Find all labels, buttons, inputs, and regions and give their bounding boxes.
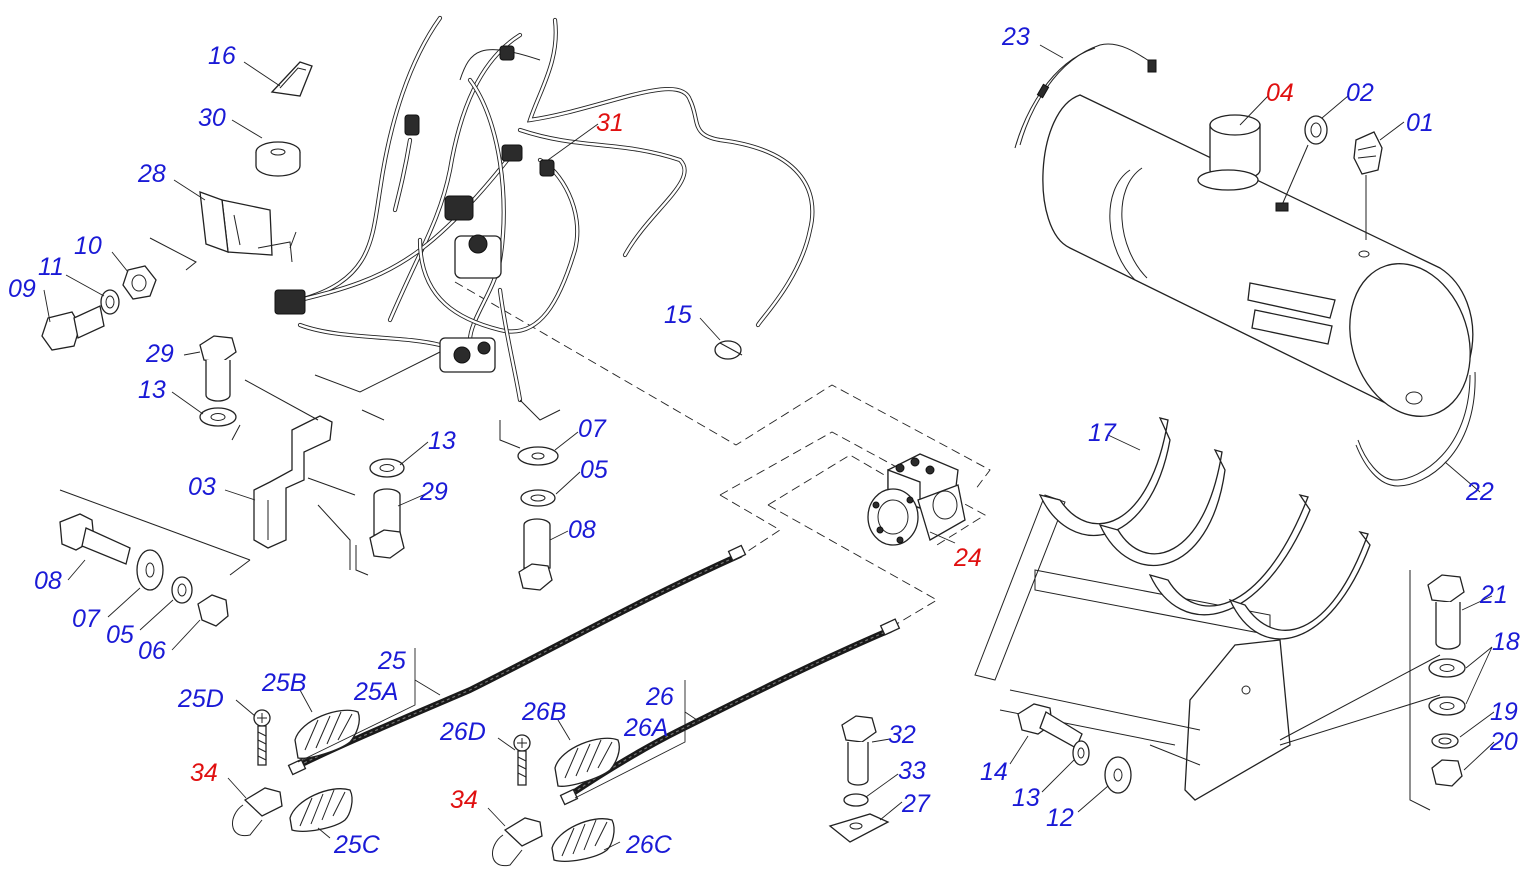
bolt-08-b bbox=[523, 518, 551, 569]
callout-22: 22 bbox=[1465, 478, 1494, 506]
washer-18-a bbox=[1428, 658, 1466, 678]
callout-26D: 26D bbox=[439, 718, 486, 746]
clamp-25C bbox=[289, 788, 353, 832]
callout-04: 04 bbox=[1266, 79, 1294, 107]
clamp-25B bbox=[294, 709, 360, 759]
washer-13-b bbox=[369, 458, 405, 478]
nut-20 bbox=[1431, 759, 1463, 787]
callout-21: 21 bbox=[1479, 581, 1508, 609]
callout-17: 17 bbox=[1088, 419, 1117, 447]
clamp-26C bbox=[551, 818, 615, 862]
callout-20: 20 bbox=[1489, 728, 1518, 756]
callout-08-b: 08 bbox=[568, 516, 596, 544]
callout-13-a: 13 bbox=[138, 376, 166, 404]
callout-27: 27 bbox=[901, 790, 931, 818]
bottom-left-parts bbox=[232, 709, 890, 867]
callout-14: 14 bbox=[980, 758, 1008, 786]
nut-10 bbox=[122, 265, 157, 300]
coupling-34-b bbox=[503, 817, 543, 847]
callout-12: 12 bbox=[1046, 804, 1074, 832]
washer-07-a bbox=[136, 549, 164, 591]
callout-30: 30 bbox=[198, 104, 226, 132]
callout-23: 23 bbox=[1001, 23, 1030, 51]
washer-07-b bbox=[517, 446, 559, 466]
callout-34-b: 34 bbox=[450, 786, 478, 814]
callout-15: 15 bbox=[664, 301, 692, 329]
callout-28: 28 bbox=[137, 160, 166, 188]
tank-cradle-17 bbox=[974, 417, 1441, 801]
callout-25D: 25D bbox=[177, 685, 224, 713]
callout-07-b: 07 bbox=[578, 415, 607, 443]
leader-lines bbox=[43, 44, 1495, 851]
washer-33 bbox=[843, 793, 869, 807]
callout-26C: 26C bbox=[625, 831, 673, 859]
callout-29-b: 29 bbox=[419, 478, 448, 506]
left-parts bbox=[41, 61, 356, 627]
bolt-09 bbox=[41, 311, 81, 351]
compressor-24 bbox=[867, 453, 966, 546]
callout-02: 02 bbox=[1346, 79, 1374, 107]
callout-11: 11 bbox=[38, 253, 64, 281]
callout-18: 18 bbox=[1492, 628, 1520, 656]
bolt-21 bbox=[1427, 574, 1465, 603]
callout-25B: 25B bbox=[261, 669, 306, 697]
washer-18-b bbox=[1428, 696, 1466, 716]
washer-05-a bbox=[171, 576, 193, 604]
washer-05-b bbox=[520, 489, 556, 507]
callout-06: 06 bbox=[138, 637, 166, 665]
washer-12 bbox=[1104, 756, 1132, 794]
fitting-02 bbox=[1304, 115, 1328, 145]
callout-01: 01 bbox=[1406, 109, 1434, 137]
callout-26B: 26B bbox=[521, 698, 566, 726]
callout-labels: 16 30 28 10 11 09 29 13 03 08 07 05 06 1… bbox=[8, 23, 1520, 859]
callout-24: 24 bbox=[953, 544, 982, 572]
callout-05-b: 05 bbox=[580, 456, 608, 484]
callout-26A: 26A bbox=[623, 714, 668, 742]
elbow-01 bbox=[1353, 131, 1383, 175]
washer-13-c bbox=[1072, 740, 1090, 766]
air-line-harness bbox=[274, 15, 815, 403]
callout-25A: 25A bbox=[353, 678, 398, 706]
callout-07-a: 07 bbox=[72, 605, 101, 633]
coupling-34-a bbox=[243, 787, 283, 817]
bolt-29-b bbox=[373, 488, 401, 536]
washer-11 bbox=[100, 289, 120, 315]
clamp-15 bbox=[714, 340, 742, 360]
band-22 bbox=[1357, 374, 1471, 481]
callout-25: 25 bbox=[377, 647, 406, 675]
callout-32: 32 bbox=[888, 721, 916, 749]
plate-27 bbox=[828, 813, 890, 843]
callout-19: 19 bbox=[1490, 698, 1518, 726]
callout-31: 31 bbox=[596, 109, 624, 137]
callout-29-a: 29 bbox=[145, 340, 174, 368]
callout-26: 26 bbox=[645, 683, 674, 711]
washer-13-a bbox=[199, 407, 237, 427]
callout-34-a: 34 bbox=[190, 759, 218, 787]
washer-19 bbox=[1431, 733, 1459, 749]
callout-08-a: 08 bbox=[34, 567, 62, 595]
air-tank-assembly bbox=[1014, 43, 1476, 487]
callout-03: 03 bbox=[188, 473, 216, 501]
callout-33: 33 bbox=[898, 757, 926, 785]
callout-25C: 25C bbox=[333, 831, 381, 859]
callout-09: 09 bbox=[8, 275, 36, 303]
callout-13-b: 13 bbox=[428, 427, 456, 455]
strap-23 bbox=[1019, 43, 1156, 146]
callout-13-c: 13 bbox=[1012, 784, 1040, 812]
center-small-parts bbox=[314, 340, 743, 591]
bracket-03 bbox=[253, 415, 333, 549]
callout-16: 16 bbox=[208, 42, 236, 70]
bolt-29-a bbox=[199, 335, 237, 363]
nut-06 bbox=[197, 594, 229, 627]
clip-16 bbox=[270, 61, 313, 97]
right-hardware bbox=[1017, 570, 1466, 811]
clamp-26B bbox=[554, 737, 620, 787]
bolt-32 bbox=[841, 715, 877, 743]
callout-05-a: 05 bbox=[106, 621, 134, 649]
callout-10: 10 bbox=[74, 232, 102, 260]
cradle-leg bbox=[1184, 639, 1291, 801]
